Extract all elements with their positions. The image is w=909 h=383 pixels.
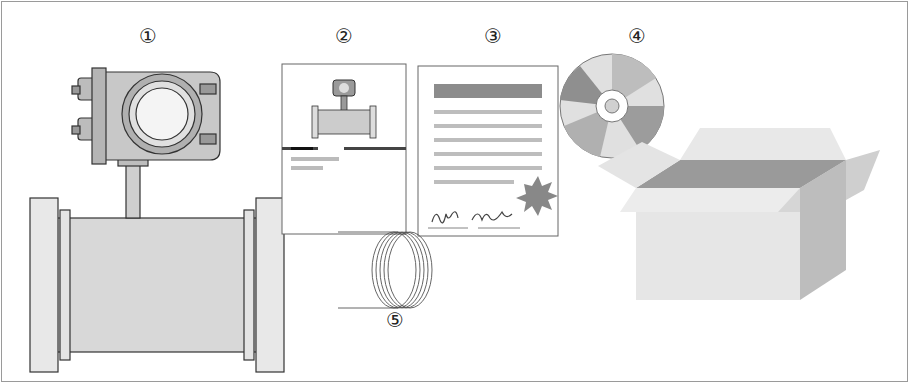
- callout-number: ④: [628, 26, 646, 46]
- callout-number: ①: [139, 26, 157, 46]
- flowmeter: [30, 68, 284, 372]
- cable-coil: [338, 232, 432, 308]
- callout-number: ③: [484, 26, 502, 46]
- callout-number: ②: [335, 26, 353, 46]
- cd: [560, 54, 664, 158]
- certificate: [418, 66, 558, 236]
- callout-number: ⑤: [386, 310, 404, 330]
- manual: [282, 64, 406, 234]
- open-box: [598, 128, 880, 300]
